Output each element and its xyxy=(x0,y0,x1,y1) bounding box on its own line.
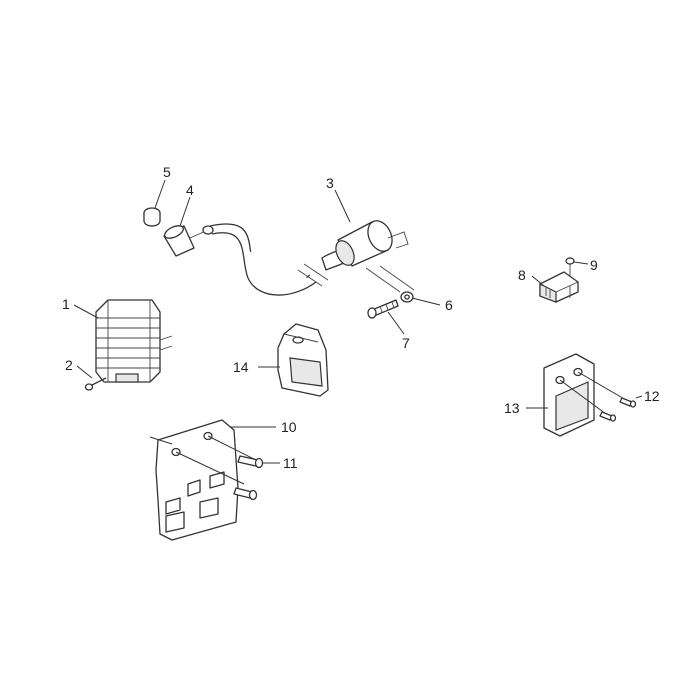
callout-4: 4 xyxy=(186,182,194,198)
callout-labels: 1 2 3 4 5 6 7 8 9 10 11 12 13 14 xyxy=(62,164,660,471)
mounting-bracket-part[interactable] xyxy=(149,419,257,541)
spark-plug-cap-ring-part[interactable] xyxy=(143,207,161,227)
module-bracket-part[interactable] xyxy=(543,353,627,437)
voltage-regulator-part[interactable] xyxy=(95,299,173,383)
callout-10: 10 xyxy=(281,419,297,435)
callout-11: 11 xyxy=(283,455,298,471)
ht-cable-cap-part[interactable] xyxy=(163,223,329,296)
callout-2: 2 xyxy=(65,357,73,373)
callout-7: 7 xyxy=(402,335,410,351)
callout-leaders xyxy=(73,179,643,464)
callout-14: 14 xyxy=(233,359,249,375)
relay-part[interactable] xyxy=(539,264,579,303)
coil-washer-part[interactable] xyxy=(400,291,414,303)
coil-screw-part[interactable] xyxy=(367,299,399,319)
bracket-screws-part[interactable] xyxy=(233,455,264,501)
ignition-coil-part[interactable] xyxy=(321,217,415,293)
callout-12: 12 xyxy=(644,388,660,404)
callout-3: 3 xyxy=(326,175,334,191)
regulator-screw-part[interactable] xyxy=(84,377,107,391)
callout-6: 6 xyxy=(445,297,453,313)
relay-screw-part[interactable] xyxy=(565,257,575,265)
cdi-unit-part[interactable] xyxy=(277,323,329,397)
module-screws-part[interactable] xyxy=(599,397,637,422)
callout-5: 5 xyxy=(163,164,171,180)
callout-1: 1 xyxy=(62,296,70,312)
callout-13: 13 xyxy=(504,400,520,416)
callout-9: 9 xyxy=(590,257,598,273)
callout-8: 8 xyxy=(518,267,526,283)
